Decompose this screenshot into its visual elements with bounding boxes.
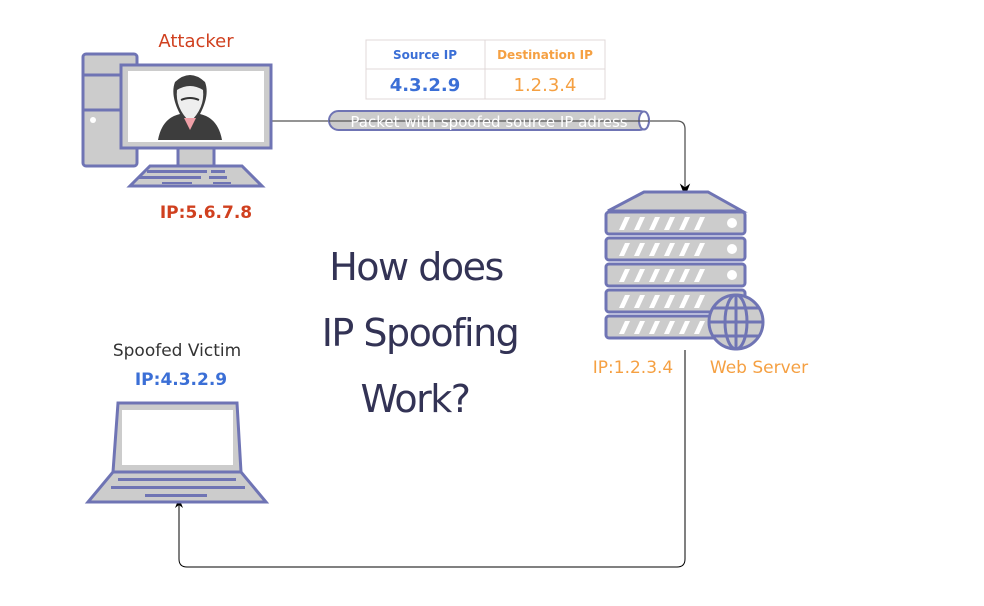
server-to-victim-arrow [175,350,686,568]
victim-label: Spoofed Victim [113,341,241,361]
vent-slot [649,321,660,334]
vent-slot [634,243,645,256]
vent-slot [649,295,660,308]
vent-slot [649,243,660,256]
title-line-3: Work? [361,377,470,421]
vent-slot [619,217,630,230]
source-ip-header: Source IP [393,48,457,62]
vent-slot [649,269,660,282]
vent-slot [619,295,630,308]
vent-slot [664,321,675,334]
vent-slot [619,243,630,256]
hacker-icon [158,75,222,140]
status-light [727,270,737,280]
vent-slot [679,243,690,256]
vent-slot [619,269,630,282]
vent-slot [694,243,705,256]
attacker-ip: IP:5.6.7.8 [160,203,252,223]
title-line-2: IP Spoofing [322,311,519,355]
vent-slot [664,217,675,230]
vent-slot [679,217,690,230]
vent-slot [679,321,690,334]
attacker-label: Attacker [158,31,234,52]
vent-slot [664,243,675,256]
destination-ip-value: 1.2.3.4 [514,75,577,96]
title-line-1: How does [329,245,503,289]
victim-laptop-icon [84,401,270,504]
source-ip-value: 4.3.2.9 [390,75,461,96]
server-ip: IP:1.2.3.4 [593,358,673,378]
vent-slot [679,269,690,282]
attacker-computer-icon [81,52,273,188]
status-light [727,218,737,228]
packet-label: Packet with spoofed source IP adress [350,113,627,131]
vent-slot [694,295,705,308]
server-label: Web Server [710,358,808,378]
vent-slot [619,321,630,334]
vent-slot [694,217,705,230]
packet-header-table: Source IP Destination IP 4.3.2.9 1.2.3.4 [365,39,606,100]
vent-slot [634,217,645,230]
vent-slot [664,269,675,282]
victim-ip: IP:4.3.2.9 [135,370,227,390]
flow-connectors [175,120,691,568]
vent-slot [694,321,705,334]
vent-slot [679,295,690,308]
vent-slot [649,217,660,230]
status-light [727,244,737,254]
destination-ip-header: Destination IP [497,48,593,62]
diagram-title: How does IP Spoofing Work? [322,245,520,421]
vent-slot [664,295,675,308]
attacker-to-server-arrow [270,120,691,197]
vent-slot [634,269,645,282]
vent-slot [634,321,645,334]
packet-cylinder: Packet with spoofed source IP adress [328,110,650,131]
vent-slot [634,295,645,308]
vent-slot [694,269,705,282]
web-server-icon [604,190,765,351]
